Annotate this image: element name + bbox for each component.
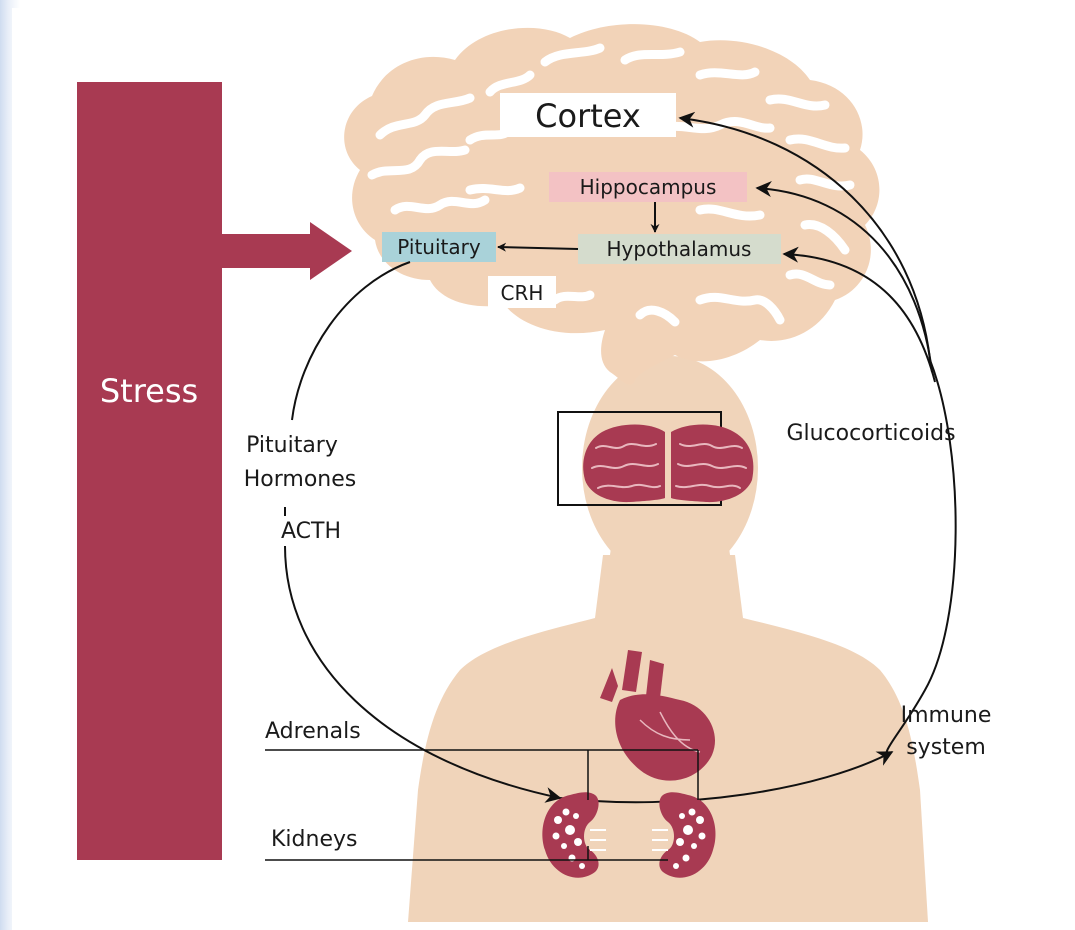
pituitary-hormones-label-line1: Pituitary (246, 433, 338, 458)
kidneys-label: Kidneys (271, 827, 357, 852)
stress-arrow (222, 222, 352, 280)
adrenals-label: Adrenals (265, 719, 361, 744)
immune-system-label-line1: Immune (901, 703, 992, 728)
acth-label: ACTH (281, 519, 341, 544)
large-brain (344, 24, 879, 385)
hippocampus-label: Hippocampus (580, 175, 717, 199)
pituitary-label: Pituitary (397, 235, 481, 259)
glucocorticoids-label: Glucocorticoids (786, 421, 955, 446)
cortex-label: Cortex (535, 97, 641, 135)
pituitary-hormones-label-line2: Hormones (244, 467, 357, 492)
hpa-axis-diagram: Cortex Hippocampus Hypothalamus Pituitar… (12, 8, 1075, 930)
neck-shape (604, 540, 736, 600)
stress-column (77, 82, 222, 860)
stress-label: Stress (100, 372, 198, 410)
immune-system-label-line2: system (906, 735, 986, 760)
crh-label: CRH (501, 281, 544, 305)
hypothalamus-label: Hypothalamus (607, 237, 752, 261)
pituitary-hormones-line (292, 262, 410, 420)
